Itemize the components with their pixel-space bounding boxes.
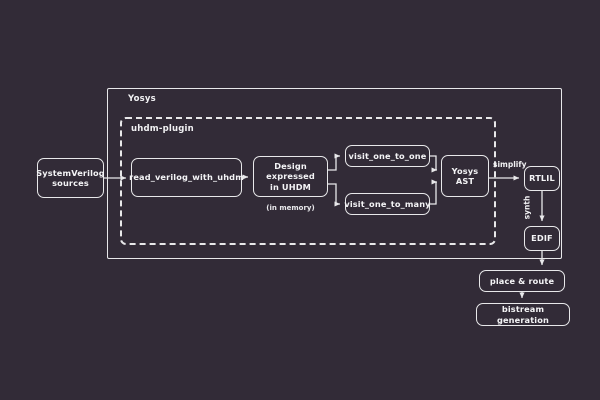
node-yosys-ast[interactable]: Yosys AST — [441, 155, 489, 197]
node-visit-one-to-many[interactable]: visit_one_to_many — [344, 193, 431, 215]
group-yosys — [107, 88, 562, 259]
node-place-and-route[interactable]: place & route — [479, 270, 565, 292]
edge-label-simplify: simplify — [493, 160, 527, 169]
node-read-verilog-with-uhdm-text: read_verilog_with_uhdm — [129, 172, 244, 183]
node-design-expressed-line2: in UHDM — [270, 181, 311, 192]
node-bistream-generation-text: bistream generation — [496, 304, 550, 325]
group-yosys-label: Yosys — [128, 94, 156, 104]
caption-in-memory: (in memory) — [266, 204, 315, 212]
node-systemverilog-sources-line1: SystemVerilog — [36, 167, 105, 178]
group-uhdm-plugin — [120, 117, 496, 245]
node-yosys-ast-text: Yosys AST — [451, 165, 479, 187]
node-bistream-generation[interactable]: bistream generation — [476, 303, 570, 326]
node-rtlil[interactable]: RTLIL — [524, 166, 560, 191]
node-design-expressed-in-uhdm[interactable]: Design expressed in UHDM — [253, 156, 328, 197]
node-systemverilog-sources-line2: sources — [52, 178, 89, 188]
node-read-verilog-with-uhdm[interactable]: read_verilog_with_uhdm — [129, 158, 244, 197]
edge-label-synth: synth — [522, 195, 532, 220]
node-rtlil-text: RTLIL — [529, 173, 555, 184]
node-design-expressed-in-uhdm-text: Design expressed in UHDM — [258, 161, 323, 192]
node-place-and-route-text: place & route — [489, 275, 555, 286]
node-systemverilog-sources[interactable]: SystemVerilog sources — [36, 158, 105, 198]
node-visit-one-to-one[interactable]: visit_one_to_one — [345, 145, 430, 167]
node-visit-one-to-one-text: visit_one_to_one — [348, 150, 427, 161]
node-edif[interactable]: EDIF — [524, 226, 560, 251]
node-systemverilog-sources-text: SystemVerilog sources — [36, 168, 105, 189]
node-edif-text: EDIF — [531, 233, 553, 244]
node-design-expressed-line1: Design expressed — [266, 161, 315, 182]
group-uhdm-plugin-label: uhdm-plugin — [131, 124, 194, 134]
node-visit-one-to-many-text: visit_one_to_many — [344, 198, 431, 209]
